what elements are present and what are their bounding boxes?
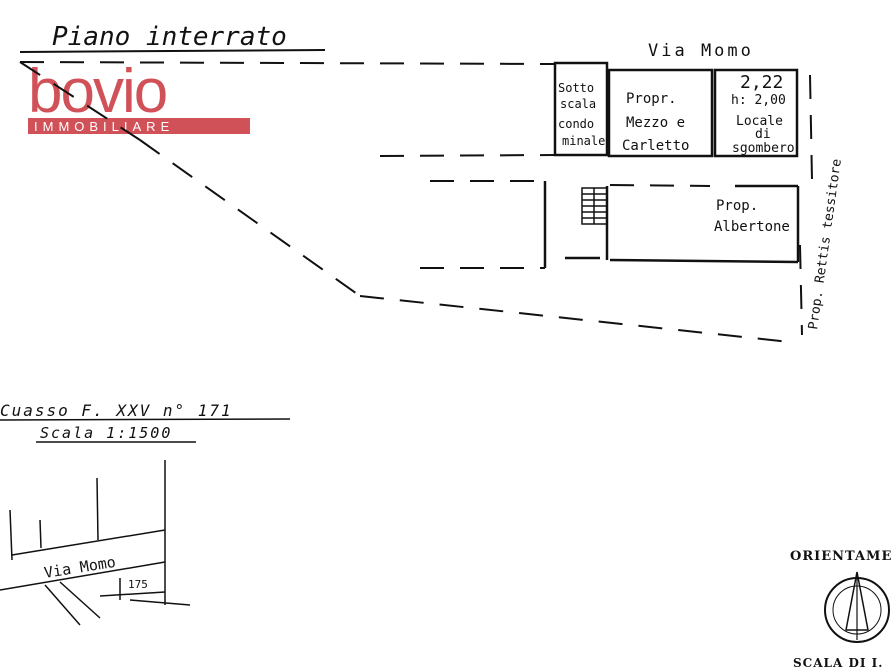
compass-icon xyxy=(824,571,890,643)
boundary-lines xyxy=(19,61,813,343)
stairs xyxy=(581,187,608,225)
svg-text:condo: condo xyxy=(558,117,594,131)
street-top-label: Via Momo xyxy=(648,41,754,61)
parcel-number: 175 xyxy=(128,578,148,591)
logo-bar xyxy=(28,118,250,134)
svg-text:Sotto: Sotto xyxy=(558,81,594,95)
orientation-label: ORIENTAME xyxy=(790,549,892,564)
cadastral-ref: Cuasso F. XXV n° 171 xyxy=(0,401,233,420)
room-locale-label: Locale di sgombero xyxy=(732,114,795,156)
svg-text:minale: minale xyxy=(562,134,605,148)
bovio-logo: bovio IMMOBILIARE xyxy=(28,57,250,134)
room-albertone-label: Prop. Albertone xyxy=(714,198,790,235)
svg-text:Mezzo e: Mezzo e xyxy=(626,115,685,131)
cadastral-ref-underline xyxy=(0,418,291,421)
scale-label: SCALA DI I. xyxy=(793,656,883,670)
svg-text:sgombero: sgombero xyxy=(732,141,795,156)
svg-text:scala: scala xyxy=(560,97,596,111)
svg-text:Locale: Locale xyxy=(736,114,783,129)
room-locale-number: 2,22 xyxy=(740,72,783,93)
room-tessitore-label: Prop. Rettis tessitore xyxy=(806,158,845,331)
room-mezzo-label: Propr. Mezzo e Carletto xyxy=(622,91,689,154)
svg-text:Propr.: Propr. xyxy=(626,91,677,107)
logo-subtitle: IMMOBILIARE xyxy=(34,119,174,134)
title-underline xyxy=(19,49,326,53)
svg-text:Albertone: Albertone xyxy=(714,219,790,235)
svg-text:Prop.: Prop. xyxy=(716,198,758,214)
svg-text:Carletto: Carletto xyxy=(622,138,689,154)
cadastral-scale: Scala 1:1500 xyxy=(40,424,172,442)
walls xyxy=(543,61,800,268)
logo-brand-text: bovio xyxy=(28,57,166,126)
cadastral-street: Via Momo xyxy=(43,553,117,582)
room-locale-height: h: 2,00 xyxy=(731,93,786,108)
svg-text:di: di xyxy=(755,127,771,142)
room-sottoscala-label: Sotto scala condo minale xyxy=(558,81,605,148)
cadastral-map xyxy=(0,460,191,626)
plan-title: Piano interrato xyxy=(52,22,287,52)
